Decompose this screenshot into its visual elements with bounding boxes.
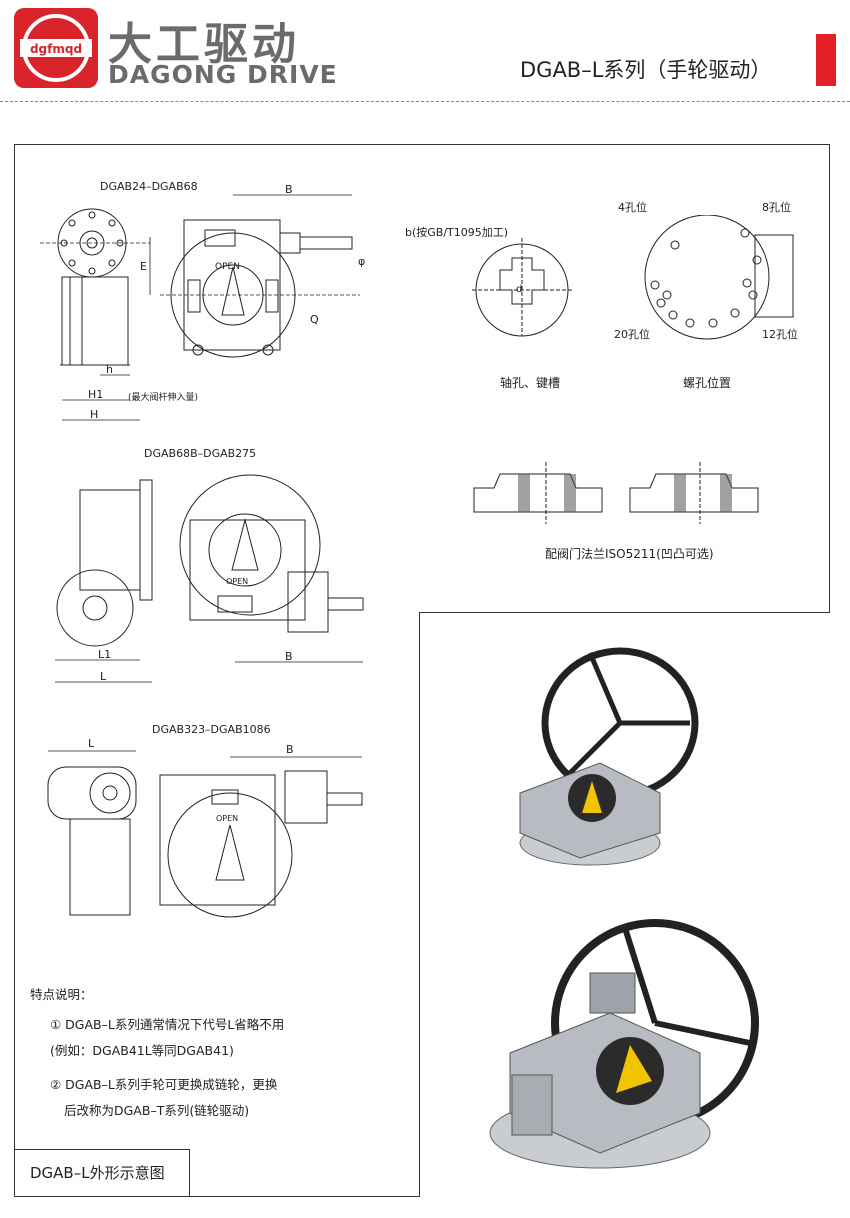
note-line-3: ② DGAB–L系列手轮可更换成链轮，更换 xyxy=(50,1077,278,1092)
model-label-3: DGAB323–DGAB1086 xyxy=(152,723,271,736)
drawing-dgab323-1086: L B OPEN xyxy=(47,737,363,918)
dim-phi-1: φ xyxy=(358,255,365,268)
open-label-3: OPEN xyxy=(216,814,238,823)
hole-position-drawing xyxy=(644,215,794,340)
keyway-note: b(按GB/T1095加工) xyxy=(405,226,509,239)
dim-b-2: B xyxy=(285,650,293,663)
brand-logo: dgfmqd xyxy=(14,8,98,88)
note-line-2: (例如：DGAB41L等同DGAB41) xyxy=(50,1043,234,1058)
drawing-dgab24-68: OPEN B E Q h H1 H φ xyxy=(40,185,365,421)
brand-name-cn: 大工驱动 xyxy=(108,19,300,70)
hole-12-label: 12孔位 xyxy=(762,328,798,341)
series-title: DGAB–L系列（手轮驱动） xyxy=(520,58,772,82)
dim-e-1: E xyxy=(140,260,147,273)
dim-b-3: B xyxy=(286,743,294,756)
hole-20-label: 20孔位 xyxy=(614,328,650,341)
open-label-1: OPEN xyxy=(215,262,240,272)
model-label-2: DGAB68B–DGAB275 xyxy=(144,447,257,460)
accent-tab xyxy=(816,34,836,86)
dim-d: d xyxy=(516,284,522,295)
notes-title: 特点说明： xyxy=(30,987,93,1002)
caption-shaft: 轴孔、键槽 xyxy=(500,376,561,390)
model-label-1: DGAB24–DGAB68 xyxy=(100,180,198,193)
dim-l1-2: L1 xyxy=(98,648,111,661)
hole-4-label: 4孔位 xyxy=(618,201,647,214)
header-divider xyxy=(0,101,850,102)
product-renderings xyxy=(489,647,759,1169)
caption-holes: 螺孔位置 xyxy=(683,376,732,390)
dim-h-1: h xyxy=(106,363,113,376)
dim-q-1: Q xyxy=(310,313,319,326)
caption-flange: 配阀门法兰ISO5211(凹凸可选) xyxy=(545,547,714,561)
drawing-dgab68b-275: L1 L B OPEN xyxy=(55,474,364,683)
flange-section-drawing xyxy=(473,462,759,524)
note-line-4: 后改称为DGAB–T系列(链轮驱动) xyxy=(64,1103,250,1118)
dim-b-1: B xyxy=(285,185,293,196)
hole-8-label: 8孔位 xyxy=(762,201,791,214)
note-line-1: ① DGAB–L系列通常情况下代号L省略不用 xyxy=(50,1017,285,1032)
shaft-keyway-drawing: d xyxy=(472,238,574,337)
logo-badge-text: dgfmqd xyxy=(30,42,82,56)
logo-emblem-icon: dgfmqd xyxy=(20,14,92,82)
product-photo-panel xyxy=(419,612,830,1197)
dim-l-2: L xyxy=(100,670,107,683)
brand-name-en: DAGONG DRIVE xyxy=(108,60,338,89)
open-label-2: OPEN xyxy=(226,577,248,586)
dim-h1-1: H1 xyxy=(88,388,103,401)
dim-l-3: L xyxy=(88,737,95,750)
stem-note: (最大阀杆伸入量) xyxy=(128,393,199,403)
features-notes: 特点说明： ① DGAB–L系列通常情况下代号L省略不用 (例如：DGAB41L… xyxy=(30,982,284,1124)
footer-caption: DGAB–L外形示意图 xyxy=(30,1164,165,1182)
footer-caption-box xyxy=(14,1149,190,1197)
dim-hh-1: H xyxy=(90,408,98,421)
